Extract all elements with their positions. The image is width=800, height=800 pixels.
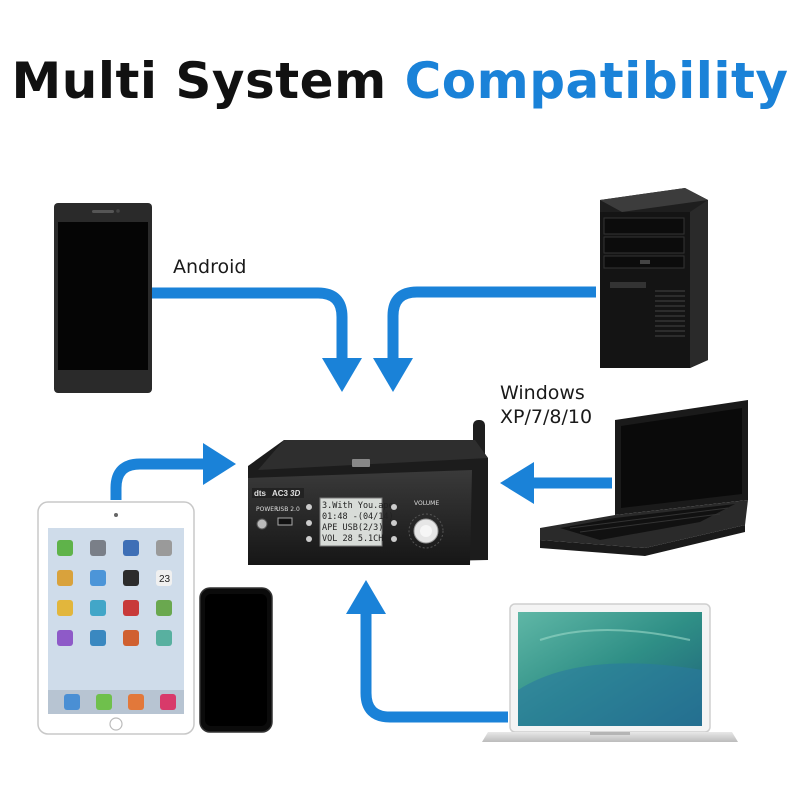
arrowhead-laptop [500,462,534,504]
windows-versions-label: XP/7/8/10 [500,406,593,428]
lcd-display [319,497,383,547]
lcd-line-1: 3.With You.ape [322,501,394,511]
windows-label: Windows [500,382,585,404]
lcd-line-2: 01:48 -(04/14) [322,512,394,522]
smartphone [199,587,273,733]
knob-label: VOLUME [414,500,439,507]
device-brand: dts [254,489,267,498]
button-right-1[interactable] [391,504,397,510]
lcd-line-3: APE USB(2/3) [322,523,383,533]
arrowhead-desktop [373,358,413,392]
arrow-tablet [110,458,208,500]
audio-decoder-device: dts AC3 3D 3.With You.ape 01:48 -(04/14)… [248,420,488,565]
button-left-2[interactable] [306,520,312,526]
tablet: 23 [37,501,195,735]
power-button[interactable] [256,518,268,530]
button-left-1[interactable] [306,504,312,510]
page-title: Multi System Compatibility [0,52,800,110]
lcd-line-4: VOL 28 5.1CH [322,534,383,544]
arrow-macbook [360,612,508,723]
arrow-desktop [387,286,596,362]
title-part-1: Multi System [11,52,387,110]
connection-arrows [110,286,612,723]
usb-label: USB 2.0 [276,506,300,513]
android-phone [54,203,152,393]
button-right-3[interactable] [391,536,397,542]
app-icons: 23 [48,540,184,714]
device-mode: 3D [290,489,300,498]
calendar-date: 23 [159,574,171,585]
macbook [482,603,738,742]
usb-port[interactable] [277,517,293,526]
arrow-heads [203,358,534,614]
desktop-tower [600,188,708,368]
power-label: POWER [256,506,278,513]
arrowhead-android [322,358,362,392]
title-part-2: Compatibility [404,52,789,110]
arrowhead-tablet [203,443,236,485]
windows-laptop [540,400,748,556]
arrowhead-macbook [346,580,386,614]
button-left-3[interactable] [306,536,312,542]
arrow-android [150,287,348,362]
button-right-2[interactable] [391,520,397,526]
android-label: Android [173,256,247,278]
device-format: AC3 [272,489,289,498]
